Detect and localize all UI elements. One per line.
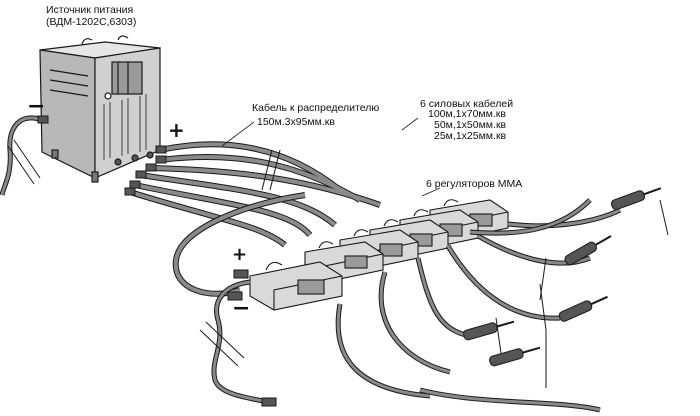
- source-model: (ВДМ-1202С,6303): [46, 16, 137, 28]
- power-cable-spec-1: 100м,1х70мм.кв: [428, 108, 506, 120]
- regulator-minus-sign: −: [232, 296, 251, 321]
- distribution-cable-bundle: [124, 141, 382, 248]
- regulator-plus-sign: +: [232, 244, 248, 265]
- distribution-cable-title: Кабель к распределителю: [252, 102, 380, 114]
- source-negative-cable: [0, 115, 49, 196]
- source-title: Источник питания: [46, 4, 134, 16]
- right-tail-cables: [419, 198, 601, 413]
- mma-regulators: [249, 199, 509, 311]
- source-plus-sign: +: [168, 118, 185, 142]
- electrode-holders: [463, 187, 669, 367]
- electrode-cables: [335, 207, 622, 399]
- return-cable-loop: [172, 192, 306, 297]
- power-cable-spec-2: 50м,1х50мм.кв: [434, 119, 507, 131]
- regulator-ground-lead: [199, 269, 277, 407]
- power-source-unit: [39, 35, 161, 183]
- regulators-title: 6 регуляторов ММА: [426, 178, 523, 190]
- source-minus-sign: −: [27, 94, 46, 119]
- power-cable-spec-3: 25м,1х25мм.кв: [434, 130, 507, 142]
- distribution-cable-spec: 150м.3х95мм.кв: [257, 116, 335, 128]
- mma-regulator: [249, 261, 343, 311]
- label-leader-lines: [221, 117, 441, 197]
- power-cables-title: 6 силовых кабелей: [420, 98, 514, 110]
